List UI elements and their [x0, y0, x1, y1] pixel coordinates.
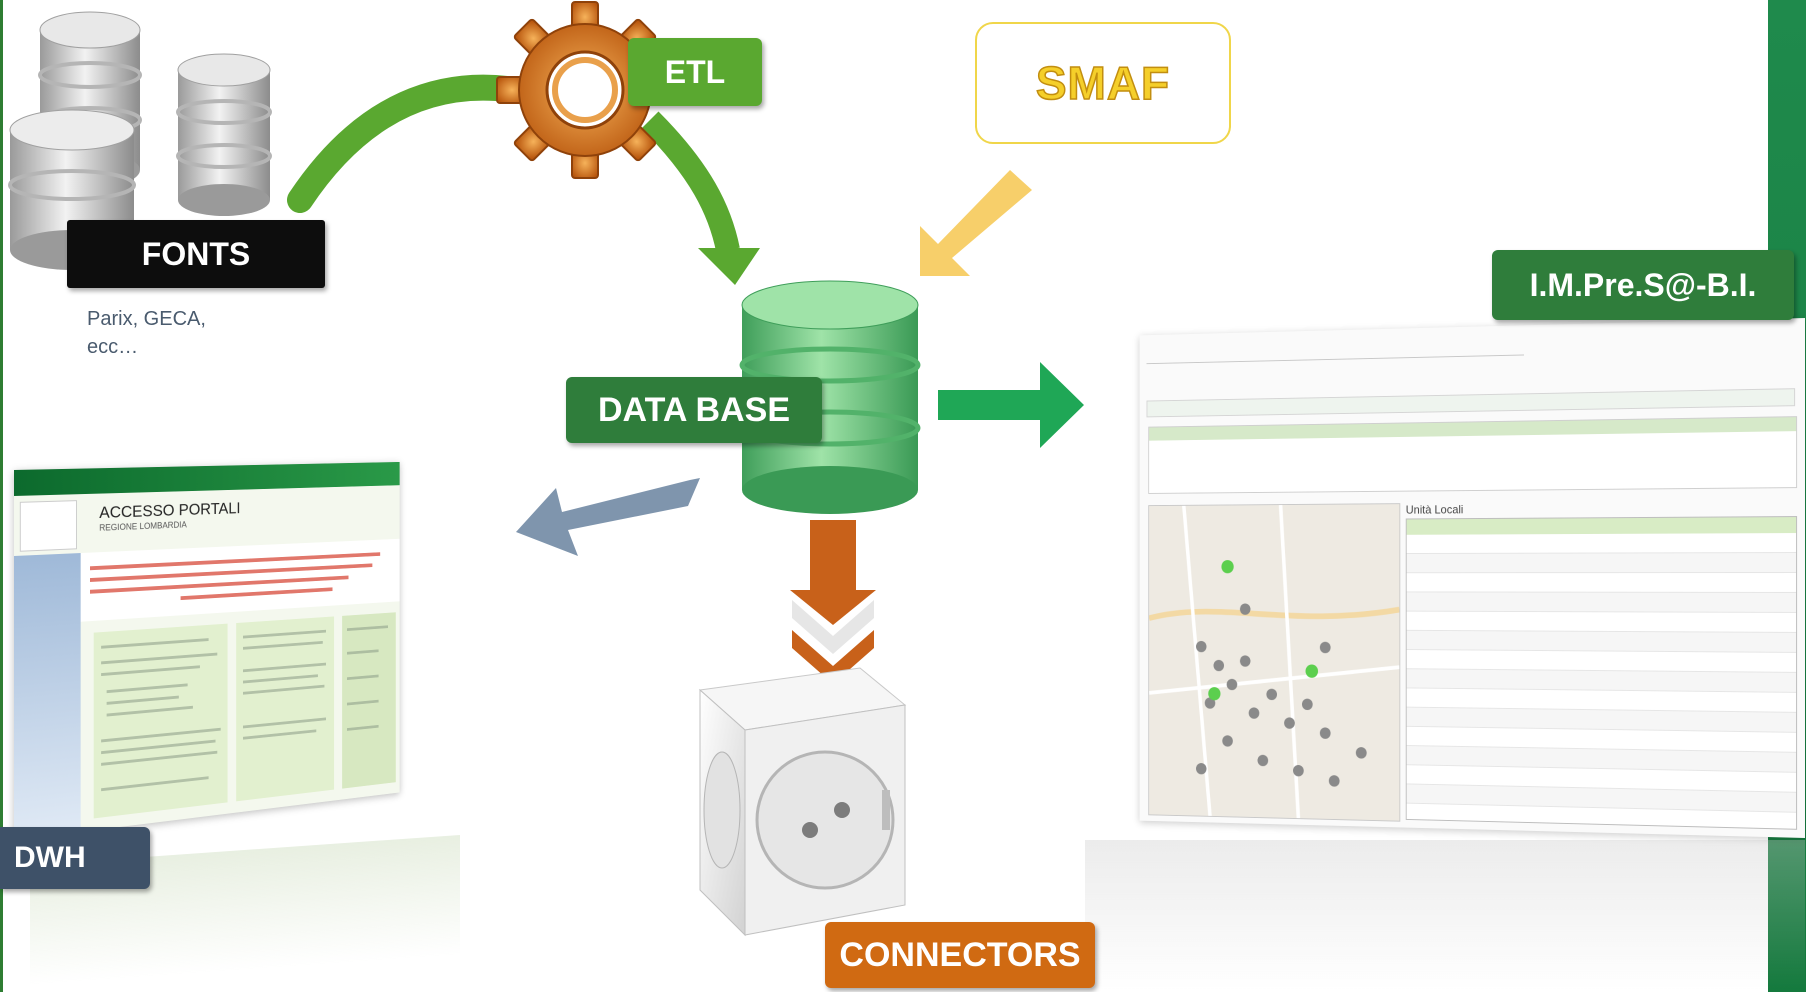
sources-note: Parix, GECA, ecc… [87, 305, 257, 361]
table-row [1407, 533, 1796, 554]
bi-map [1148, 503, 1400, 822]
table-row [1407, 612, 1796, 633]
power-socket-icon [700, 668, 905, 935]
portal-info-column [236, 616, 334, 801]
dwh-portal-screenshot: ACCESSO PORTALI REGIONE LOMBARDIA [14, 462, 400, 840]
portal-welcome-column [94, 624, 228, 819]
arrow-db-to-dwh [516, 478, 700, 556]
table-row [1407, 553, 1796, 573]
arrow-etl-to-db [650, 120, 728, 250]
arrow-smaf-to-db [920, 170, 1032, 276]
table-row [1407, 592, 1796, 613]
connectors-label: CONNECTORS [825, 922, 1095, 988]
database-label: DATA BASE [566, 377, 822, 443]
smaf-label: SMAF [1036, 56, 1170, 110]
impres-label: I.M.Pre.S@-B.I. [1492, 250, 1794, 320]
bi-kpi-table [1148, 416, 1797, 494]
bi-table-header [1407, 517, 1796, 535]
regione-logo [20, 500, 77, 552]
portal-console-column [342, 612, 396, 788]
impres-bi-screenshot: Unità Locali [1140, 318, 1805, 838]
arrow-etl-to-db-head [698, 248, 760, 285]
building-photo [14, 553, 81, 836]
portal-subheading: REGIONE LOMBARDIA [99, 520, 187, 533]
bi-data-table [1406, 516, 1797, 830]
arrow-db-to-impres [938, 362, 1084, 448]
bi-filter-bar [1147, 388, 1796, 417]
bi-table-title: Unità Locali [1406, 503, 1464, 517]
dwh-label: DWH [0, 827, 150, 889]
arrow-sources-to-etl [300, 88, 540, 200]
arrow-db-to-connectors [790, 520, 876, 684]
etl-label: ETL [628, 38, 762, 106]
table-row [1407, 573, 1796, 593]
impres-screenshot-reflection [1085, 840, 1805, 990]
sources-label: FONTS [67, 220, 325, 288]
bi-tab-bar [1147, 337, 1524, 364]
smaf-box: SMAF [975, 22, 1231, 144]
